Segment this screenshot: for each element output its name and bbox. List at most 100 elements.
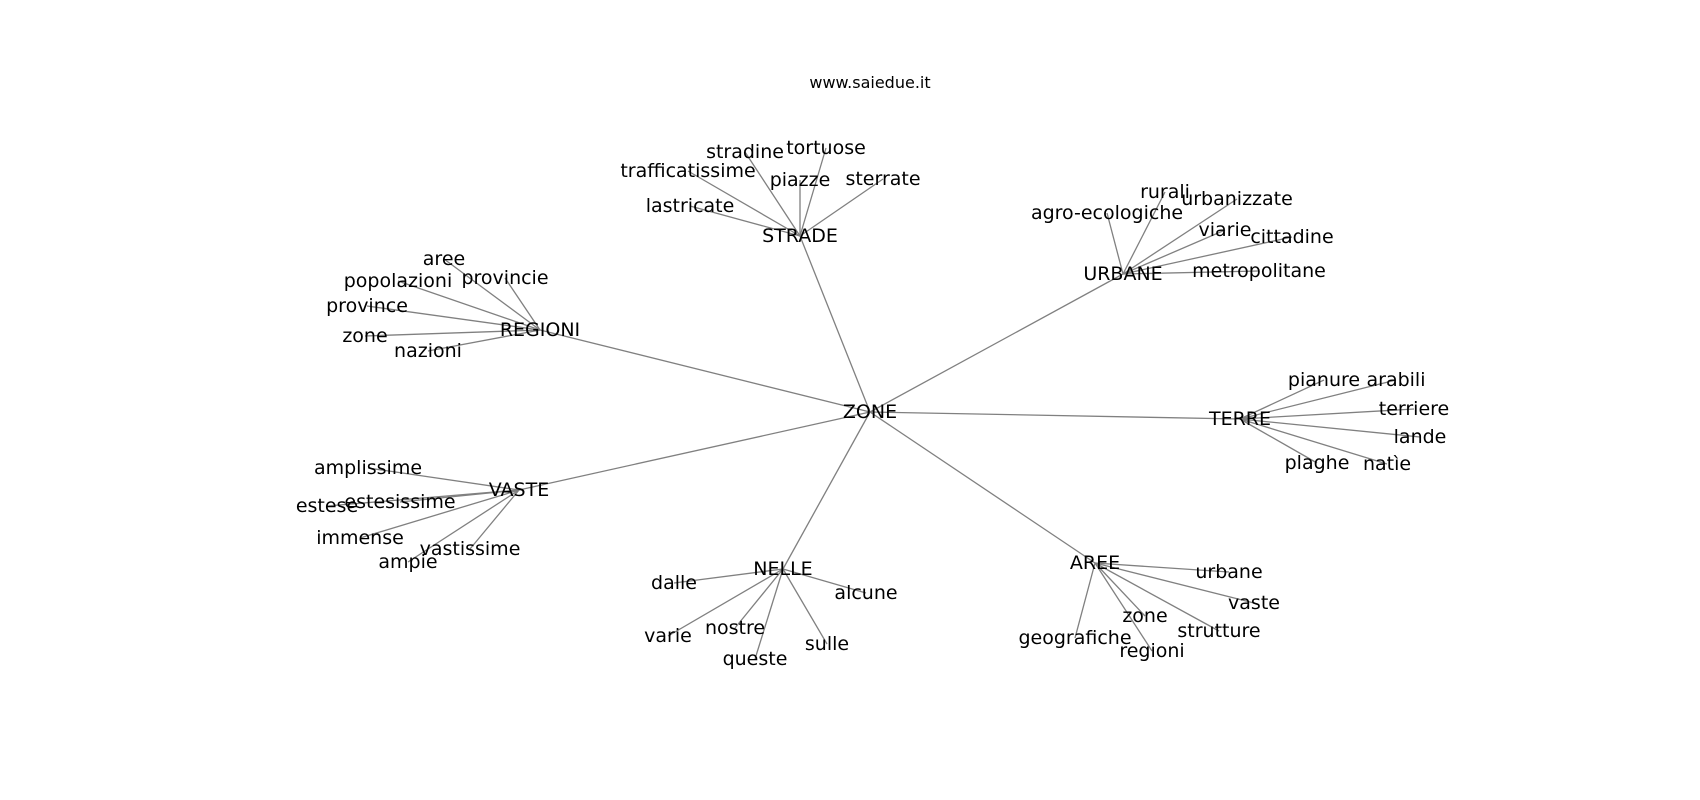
edges-layer: [326, 147, 1421, 660]
leaf-node-label: viarie: [1199, 219, 1252, 241]
leaf-node-label: trafficatissime: [620, 160, 755, 182]
edge-hub-leaf: [504, 277, 541, 331]
leaf-node-label: natìe: [1363, 453, 1411, 475]
leaf-node-label: piazze: [770, 169, 831, 191]
leaf-node-label: geografiche: [1018, 627, 1131, 649]
edge-hub-leaf: [1122, 236, 1293, 275]
leaf-node-label: arabili: [1367, 369, 1426, 391]
edge-root-hub: [539, 329, 871, 413]
hub-node-label: STRADE: [762, 225, 838, 247]
hub-node-label: VASTE: [489, 479, 549, 501]
edge-hub-leaf: [1094, 562, 1220, 632]
leaf-node-label: alcune: [834, 582, 897, 604]
leaf-node-label: nazioni: [394, 340, 462, 362]
leaf-node-label: queste: [723, 648, 788, 670]
leaf-node-label: plaghe: [1285, 452, 1350, 474]
leaf-node-label: vastissime: [420, 538, 521, 560]
leaf-node-label: estese: [296, 495, 358, 517]
leaf-node-label: ampie: [378, 551, 437, 573]
leaf-node-label: estesissime: [344, 491, 455, 513]
edge-hub-leaf: [1074, 562, 1096, 639]
site-title: www.saiedue.it: [809, 73, 930, 92]
edge-hub-leaf: [427, 329, 541, 352]
edge-hub-leaf: [1239, 418, 1388, 465]
leaf-node-label: nostre: [705, 617, 765, 639]
edge-hub-leaf: [782, 568, 828, 645]
edge-hub-leaf: [689, 205, 801, 237]
leaf-node-label: lastricate: [646, 195, 735, 217]
leaf-node-label: amplissime: [314, 457, 422, 479]
edge-hub-leaf: [407, 489, 520, 563]
leaf-node-label: vaste: [1228, 592, 1280, 614]
leaf-node-label: terriere: [1379, 398, 1449, 420]
leaf-node-label: regioni: [1119, 640, 1184, 662]
edge-root-hub: [518, 411, 871, 491]
leaf-node-label: strutture: [1177, 620, 1260, 642]
edge-hub-leaf: [754, 568, 784, 660]
root-node-label: ZONE: [843, 401, 897, 423]
leaf-node-label: varie: [644, 625, 692, 647]
leaf-node-label: lande: [1394, 426, 1447, 448]
edge-root-hub: [869, 273, 1124, 413]
leaf-node-label: zone: [342, 325, 387, 347]
leaf-node-label: aree: [423, 248, 465, 270]
edge-root-hub: [782, 411, 871, 570]
edge-hub-leaf: [469, 489, 520, 550]
leaf-node-label: agro-ecologiche: [1031, 202, 1183, 224]
edge-hub-leaf: [667, 568, 784, 637]
hub-node-label: URBANE: [1083, 263, 1162, 285]
edge-hub-leaf: [1239, 418, 1318, 464]
leaf-node-label: sterrate: [845, 168, 920, 190]
leaf-node-label: urbanizzate: [1181, 188, 1293, 210]
leaf-node-label: province: [326, 295, 408, 317]
edge-hub-leaf: [1094, 562, 1146, 617]
edge-hub-leaf: [1122, 270, 1260, 275]
edge-hub-leaf: [799, 178, 884, 237]
edge-hub-leaf: [1094, 562, 1255, 604]
leaf-node-label: immense: [316, 527, 404, 549]
edge-hub-leaf: [443, 258, 541, 331]
leaf-node-label: zone: [1122, 605, 1167, 627]
edge-hub-leaf: [364, 329, 541, 337]
edge-hub-leaf: [397, 280, 541, 331]
edge-hub-leaf: [799, 147, 827, 237]
edge-hub-leaf: [1094, 562, 1153, 652]
edge-hub-leaf: [367, 467, 520, 491]
edge-hub-leaf: [1239, 418, 1421, 438]
edge-hub-leaf: [1106, 212, 1124, 275]
leaf-node-label: pianure: [1288, 369, 1360, 391]
leaf-node-label: provincie: [461, 267, 548, 289]
edge-hub-leaf: [782, 568, 867, 594]
edge-hub-leaf: [1122, 191, 1166, 275]
edge-hub-leaf: [1239, 379, 1397, 420]
edge-hub-leaf: [673, 568, 784, 584]
edge-hub-leaf: [1094, 562, 1230, 573]
leaf-node-label: rurali: [1140, 181, 1190, 203]
edge-hub-leaf: [359, 489, 520, 539]
leaf-node-label: cittadine: [1250, 226, 1333, 248]
edge-hub-leaf: [687, 170, 801, 237]
leaf-node-label: urbane: [1195, 561, 1262, 583]
hub-node-label: NELLE: [753, 558, 812, 580]
edge-hub-leaf: [1239, 379, 1325, 420]
leaf-node-label: dalle: [651, 572, 697, 594]
edge-hub-leaf: [1239, 408, 1415, 420]
leaf-node-label: stradine: [706, 141, 784, 163]
edge-root-hub: [799, 235, 871, 413]
leaf-node-label: metropolitane: [1192, 260, 1326, 282]
edge-hub-leaf: [1122, 198, 1238, 275]
hub-node-label: AREE: [1070, 552, 1120, 574]
hub-node-label: REGIONI: [500, 319, 580, 341]
edge-hub-leaf: [326, 489, 520, 507]
edge-hub-leaf: [744, 151, 801, 237]
edge-hub-leaf: [734, 568, 784, 629]
edge-root-hub: [869, 411, 1096, 564]
edge-hub-leaf: [366, 305, 541, 331]
leaf-node-label: popolazioni: [344, 270, 453, 292]
edge-hub-leaf: [1122, 229, 1226, 275]
edge-root-hub: [869, 411, 1241, 420]
leaf-node-label: sulle: [805, 633, 849, 655]
leaf-node-label: tortuose: [786, 137, 866, 159]
